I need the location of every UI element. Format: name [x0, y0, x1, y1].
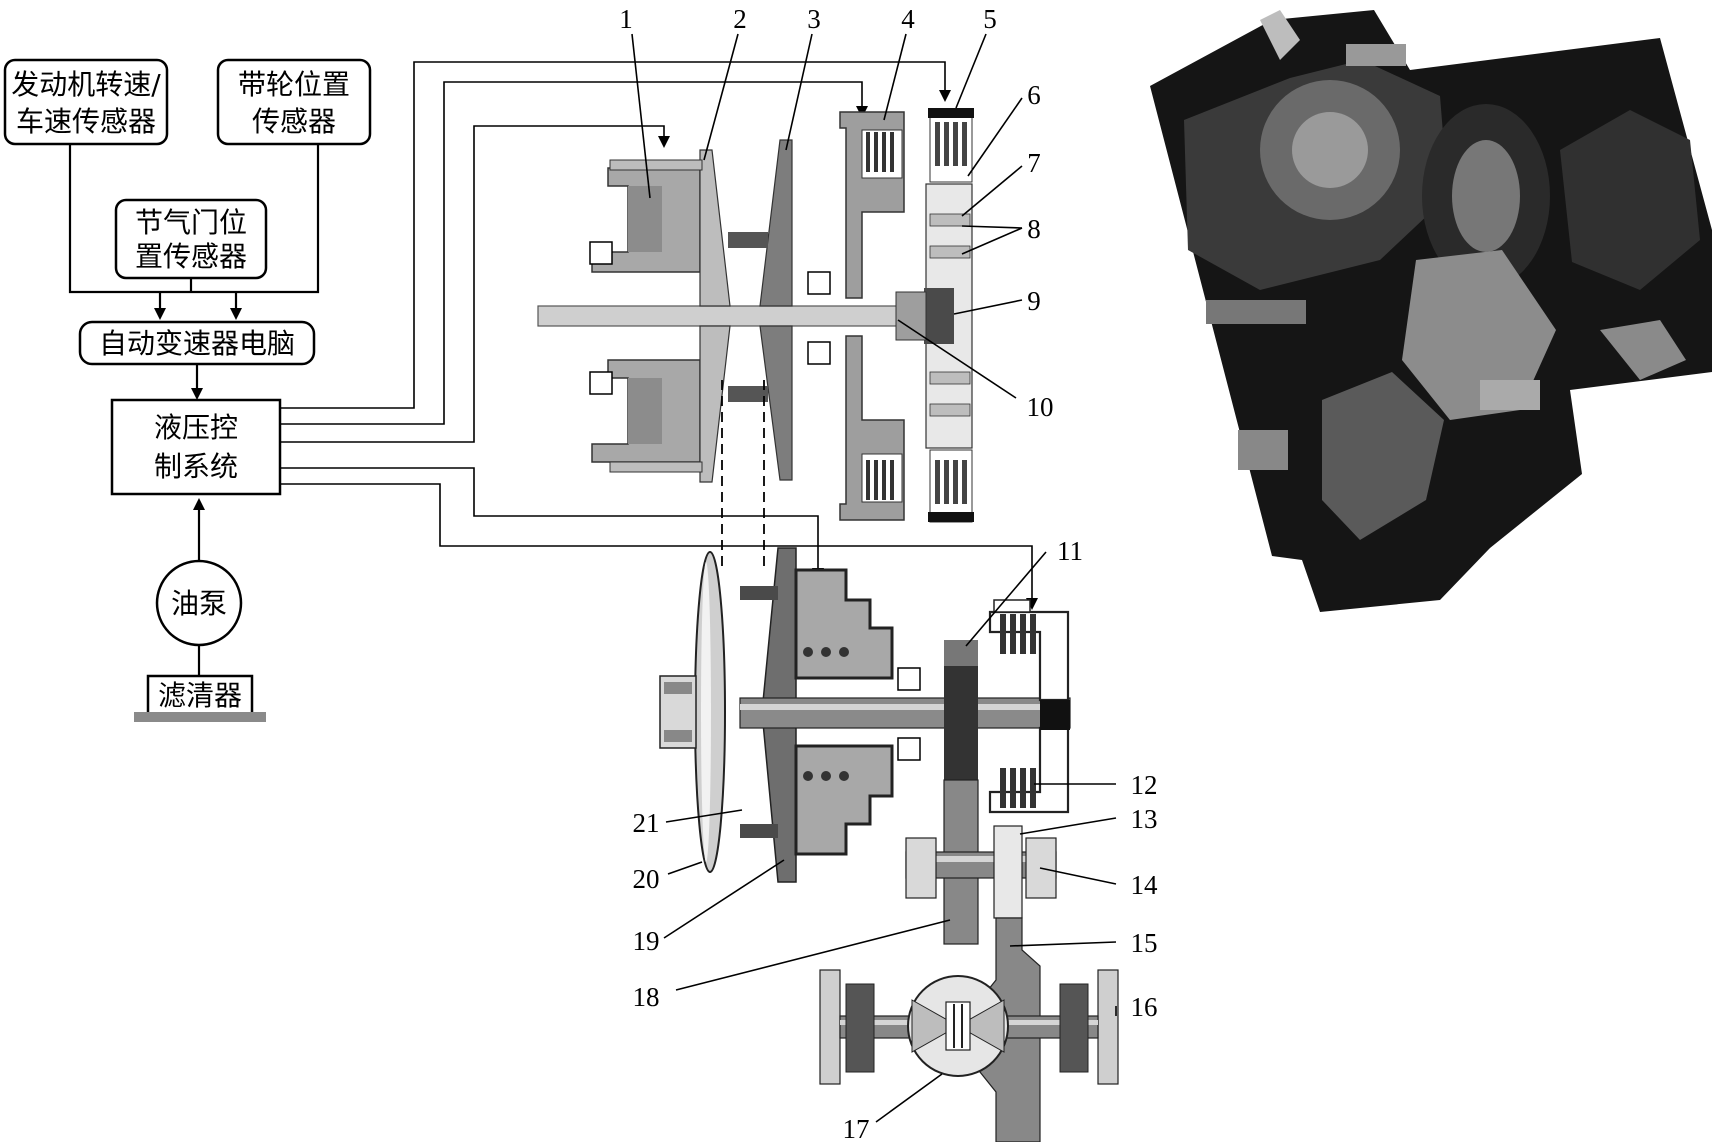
transmission-photo: [1150, 10, 1712, 612]
part-number-19: 19: [633, 926, 660, 956]
primary-pulley-assembly: [537, 108, 974, 523]
pulley-position-sensor-box: [216, 58, 372, 146]
engine-speed-sensor-line2: 车速传感器: [16, 105, 156, 138]
part-number-callouts: 1 2 3 4 5 6 7 8 9 10 11 12 13 14 15 16 1…: [619, 4, 1158, 1142]
part-number-15: 15: [1131, 928, 1158, 958]
belt-dashed-lines: [721, 380, 765, 566]
brake-band-5-top: [928, 108, 974, 118]
part-number-18: 18: [633, 982, 660, 1012]
part-number-5: 5: [983, 4, 997, 34]
part-number-7: 7: [1027, 148, 1041, 178]
control-block-diagram: 发动机转速/ 车速传感器 带轮位置 传感器 节气门位 置传感器 自动变速器电脑 …: [3, 58, 372, 722]
oil-pump-label: 油泵: [171, 587, 227, 620]
part-number-1: 1: [619, 4, 633, 34]
part-number-13: 13: [1131, 804, 1158, 834]
differential-right-flange: [1097, 969, 1119, 1085]
differential-left-flange: [819, 969, 841, 1085]
engine-speed-sensor-box: [3, 58, 169, 146]
part-number-3: 3: [807, 4, 821, 34]
part-number-12: 12: [1131, 770, 1158, 800]
hydraulic-control-box: [110, 398, 282, 496]
output-shaft: [739, 697, 1071, 729]
movable-sheave-2: [699, 149, 731, 307]
part-number-21: 21: [633, 808, 660, 838]
steel-belt-upper: [728, 232, 768, 248]
ground-plate: [134, 712, 266, 722]
hydraulic-lines: [280, 61, 1038, 610]
part-number-14: 14: [1131, 870, 1159, 900]
throttle-position-sensor-line1: 节气门位: [135, 206, 247, 239]
secondary-pulley-assembly: [659, 547, 1119, 1142]
hydraulic-control-line2: 制系统: [154, 450, 238, 483]
pulley-position-sensor-line1: 带轮位置: [238, 68, 350, 101]
part-number-9: 9: [1027, 286, 1041, 316]
part-number-8: 8: [1027, 214, 1041, 244]
input-shaft: [537, 305, 929, 327]
part-number-11: 11: [1057, 536, 1083, 566]
part-number-10: 10: [1027, 392, 1054, 422]
gear-13: [993, 825, 1023, 919]
pulley-position-sensor-line2: 传感器: [252, 105, 336, 138]
part-number-20: 20: [633, 864, 660, 894]
engine-speed-sensor-line1: 发动机转速/: [11, 68, 161, 101]
throttle-position-sensor-line2: 置传感器: [135, 240, 247, 273]
fixed-sheave-3: [759, 139, 793, 307]
filter-label: 滤清器: [158, 679, 242, 712]
sun-gear-9: [924, 288, 954, 344]
part-number-2: 2: [733, 4, 747, 34]
part-number-6: 6: [1027, 80, 1041, 110]
part-number-4: 4: [901, 4, 915, 34]
part-number-16: 16: [1131, 992, 1158, 1022]
filter-box: [146, 674, 254, 716]
hydraulic-control-line1: 液压控: [154, 411, 238, 444]
transmission-ecu-label: 自动变速器电脑: [99, 327, 295, 360]
part-number-17: 17: [843, 1114, 870, 1142]
